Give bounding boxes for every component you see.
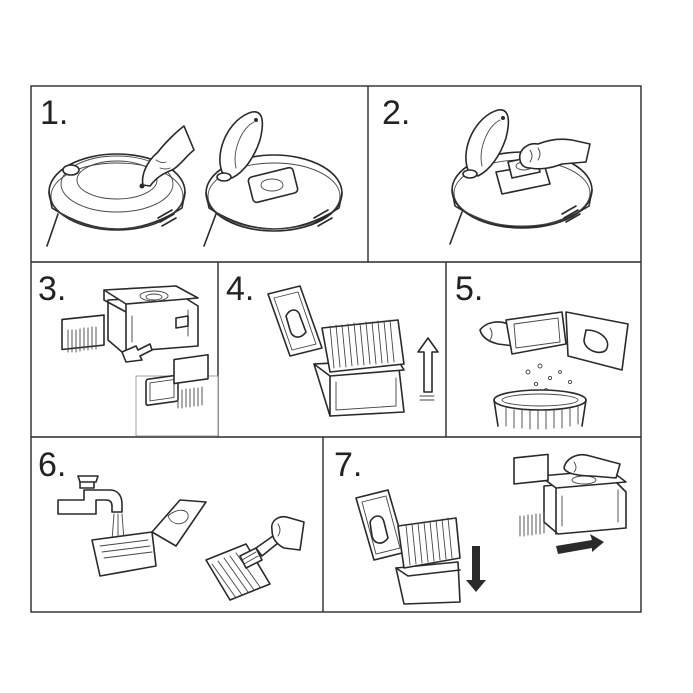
open-bin-rinse [91, 499, 207, 577]
dustbin-insert-filter [539, 469, 627, 535]
filter-detail-inset [135, 353, 219, 437]
step-6-label: 6. [38, 446, 66, 484]
water-faucet-icon [57, 475, 125, 541]
hand-on-dustbin-icon [563, 453, 621, 479]
hepa-filter [61, 314, 105, 353]
robot-vacuum-remove-bin [449, 109, 593, 245]
robot-vacuum-lid-open [203, 111, 343, 247]
up-arrow-icon [417, 337, 439, 401]
hand-lifting-bin-icon [518, 138, 591, 170]
dust-particles [524, 363, 573, 394]
step-1-label: 1. [40, 94, 68, 132]
hand-brushing-icon [270, 515, 305, 551]
right-arrow-icon [556, 534, 604, 554]
pull-out-arrow-icon [121, 343, 153, 363]
step-5-label: 5. [455, 270, 483, 308]
bin-filter-pleats [321, 319, 405, 373]
step-3-label: 3. [38, 270, 66, 308]
step-4-label: 4. [226, 270, 254, 308]
reassemble-filter-pleats [397, 517, 461, 569]
down-arrow-icon [466, 546, 486, 592]
dustbin-with-lid [103, 285, 199, 353]
bin-tilted-open [505, 311, 629, 371]
step-2-label: 2. [382, 94, 410, 132]
pointing-hand-icon [141, 125, 195, 187]
bin-open-lid [267, 285, 405, 417]
step-7-label: 7. [334, 446, 362, 484]
trash-can-icon [493, 389, 587, 430]
bin-reassemble [355, 489, 461, 605]
insert-filter [513, 453, 549, 537]
